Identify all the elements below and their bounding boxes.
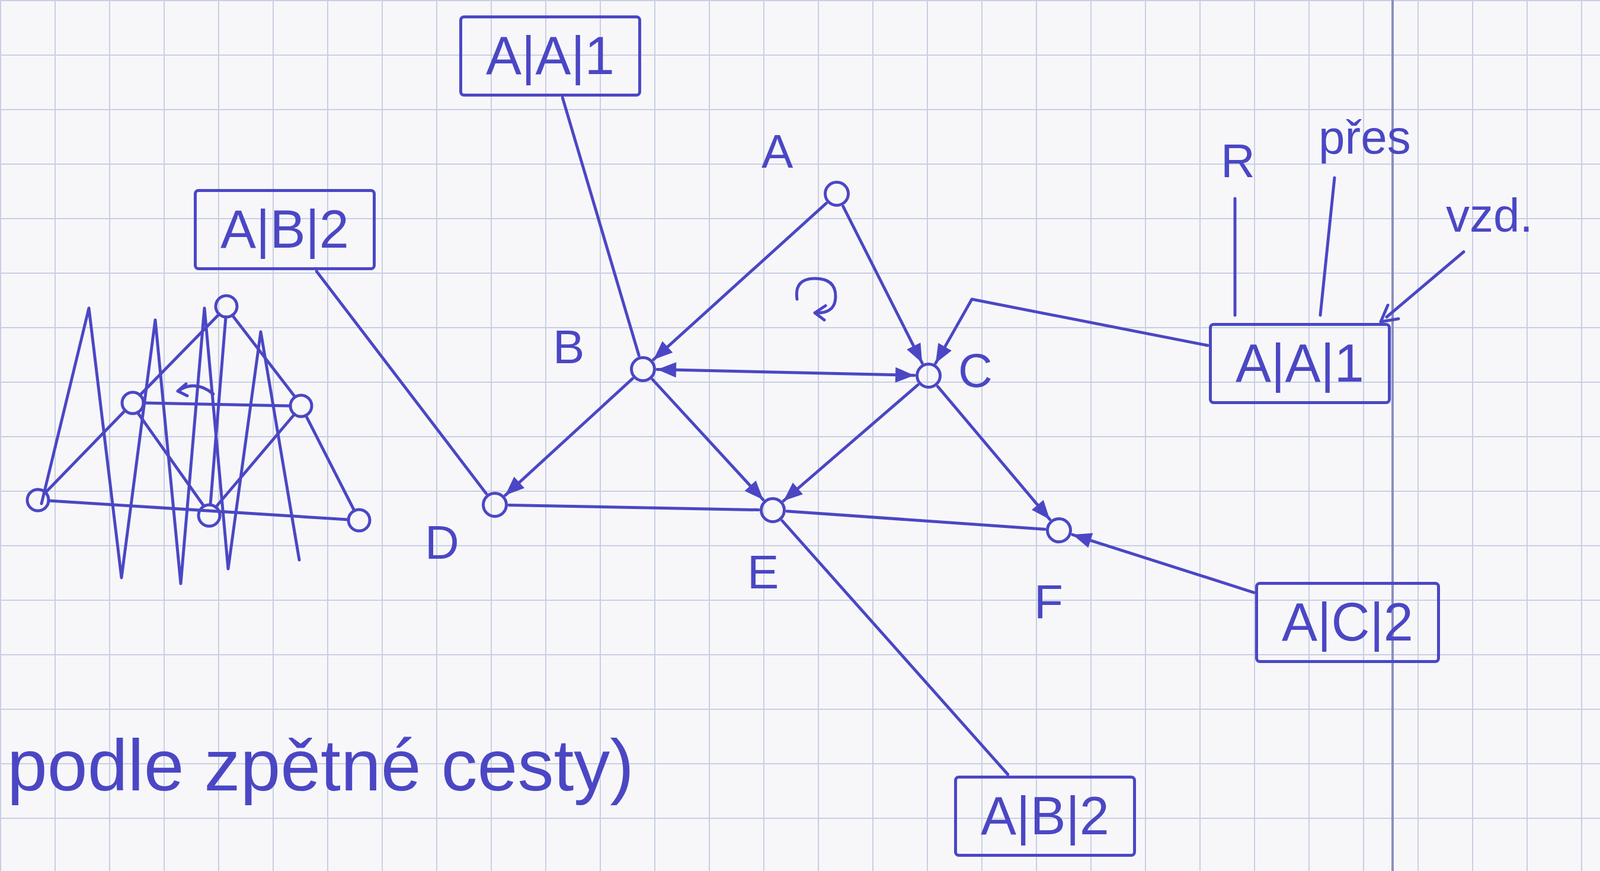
field-label: přes [1318,110,1411,165]
edge-line [937,386,1050,520]
arrowhead [895,367,915,383]
graph-edge [562,97,639,356]
edge-line [843,206,923,363]
graph-vertex: F [1045,517,1072,544]
edge-line [1072,534,1254,593]
graph-edge [653,203,827,360]
graph-edge [505,378,633,496]
graph-edge [509,504,759,510]
edge-line [316,271,486,494]
small-graph-sketch [27,295,370,584]
graph-edge [783,385,918,502]
graph-vertex: D [481,491,508,518]
edge-line [653,203,827,360]
route-record-box: A|A|1 [459,15,642,97]
record-text: A|A|1 [485,26,615,86]
arrowhead [1031,500,1051,520]
field-leader-lines [1234,177,1464,322]
graph-edge [782,520,1008,775]
route-record-box: A|B|2 [193,189,376,271]
edge-line [657,369,915,376]
route-record-box: A|A|1 [1208,322,1391,405]
edge-line [786,511,1045,530]
graph-vertex: C [915,362,942,389]
arrowhead [505,477,525,496]
vertex-label: C [958,343,993,399]
graph-vertex: A [823,180,850,207]
graph-edge [316,271,486,494]
edge-line [782,520,1008,775]
graph-edge [652,379,763,501]
arrowhead [906,342,923,363]
edge-line [505,378,633,496]
edge-line [783,385,918,502]
arrowhead [653,341,673,360]
graph-vertex: B [629,356,656,383]
arrowhead [1072,533,1093,549]
route-record-box: A|B|2 [954,775,1136,857]
vertex-label: A [761,124,793,179]
vertex-label: D [424,515,460,571]
arrowhead [935,343,952,364]
graph-edge [786,511,1045,530]
graph-edge [937,386,1050,520]
arrowhead [657,362,677,378]
graph-edge [657,362,915,383]
record-text: A|B|2 [220,200,350,259]
edge-line [652,379,763,501]
field-label: vzd. [1445,188,1534,243]
cycle-symbol [796,278,836,320]
vertex-label: E [747,545,779,600]
graph-vertex: E [759,497,786,524]
field-label: R [1220,133,1256,189]
graph-edge [1072,533,1254,593]
record-text: A|B|2 [980,786,1110,846]
edge-line [562,97,639,356]
record-text: A|A|1 [1235,334,1365,393]
route-record-box: A|C|2 [1255,581,1440,664]
note-text: podle zpětné cesty) [7,724,635,808]
vertex-label: B [552,320,585,375]
arrowhead [744,480,764,500]
edge-line [509,504,759,510]
vertex-label: F [1034,574,1064,630]
graph-edge [843,206,923,363]
record-text: A|C|2 [1281,593,1414,652]
arrowhead [783,482,803,502]
